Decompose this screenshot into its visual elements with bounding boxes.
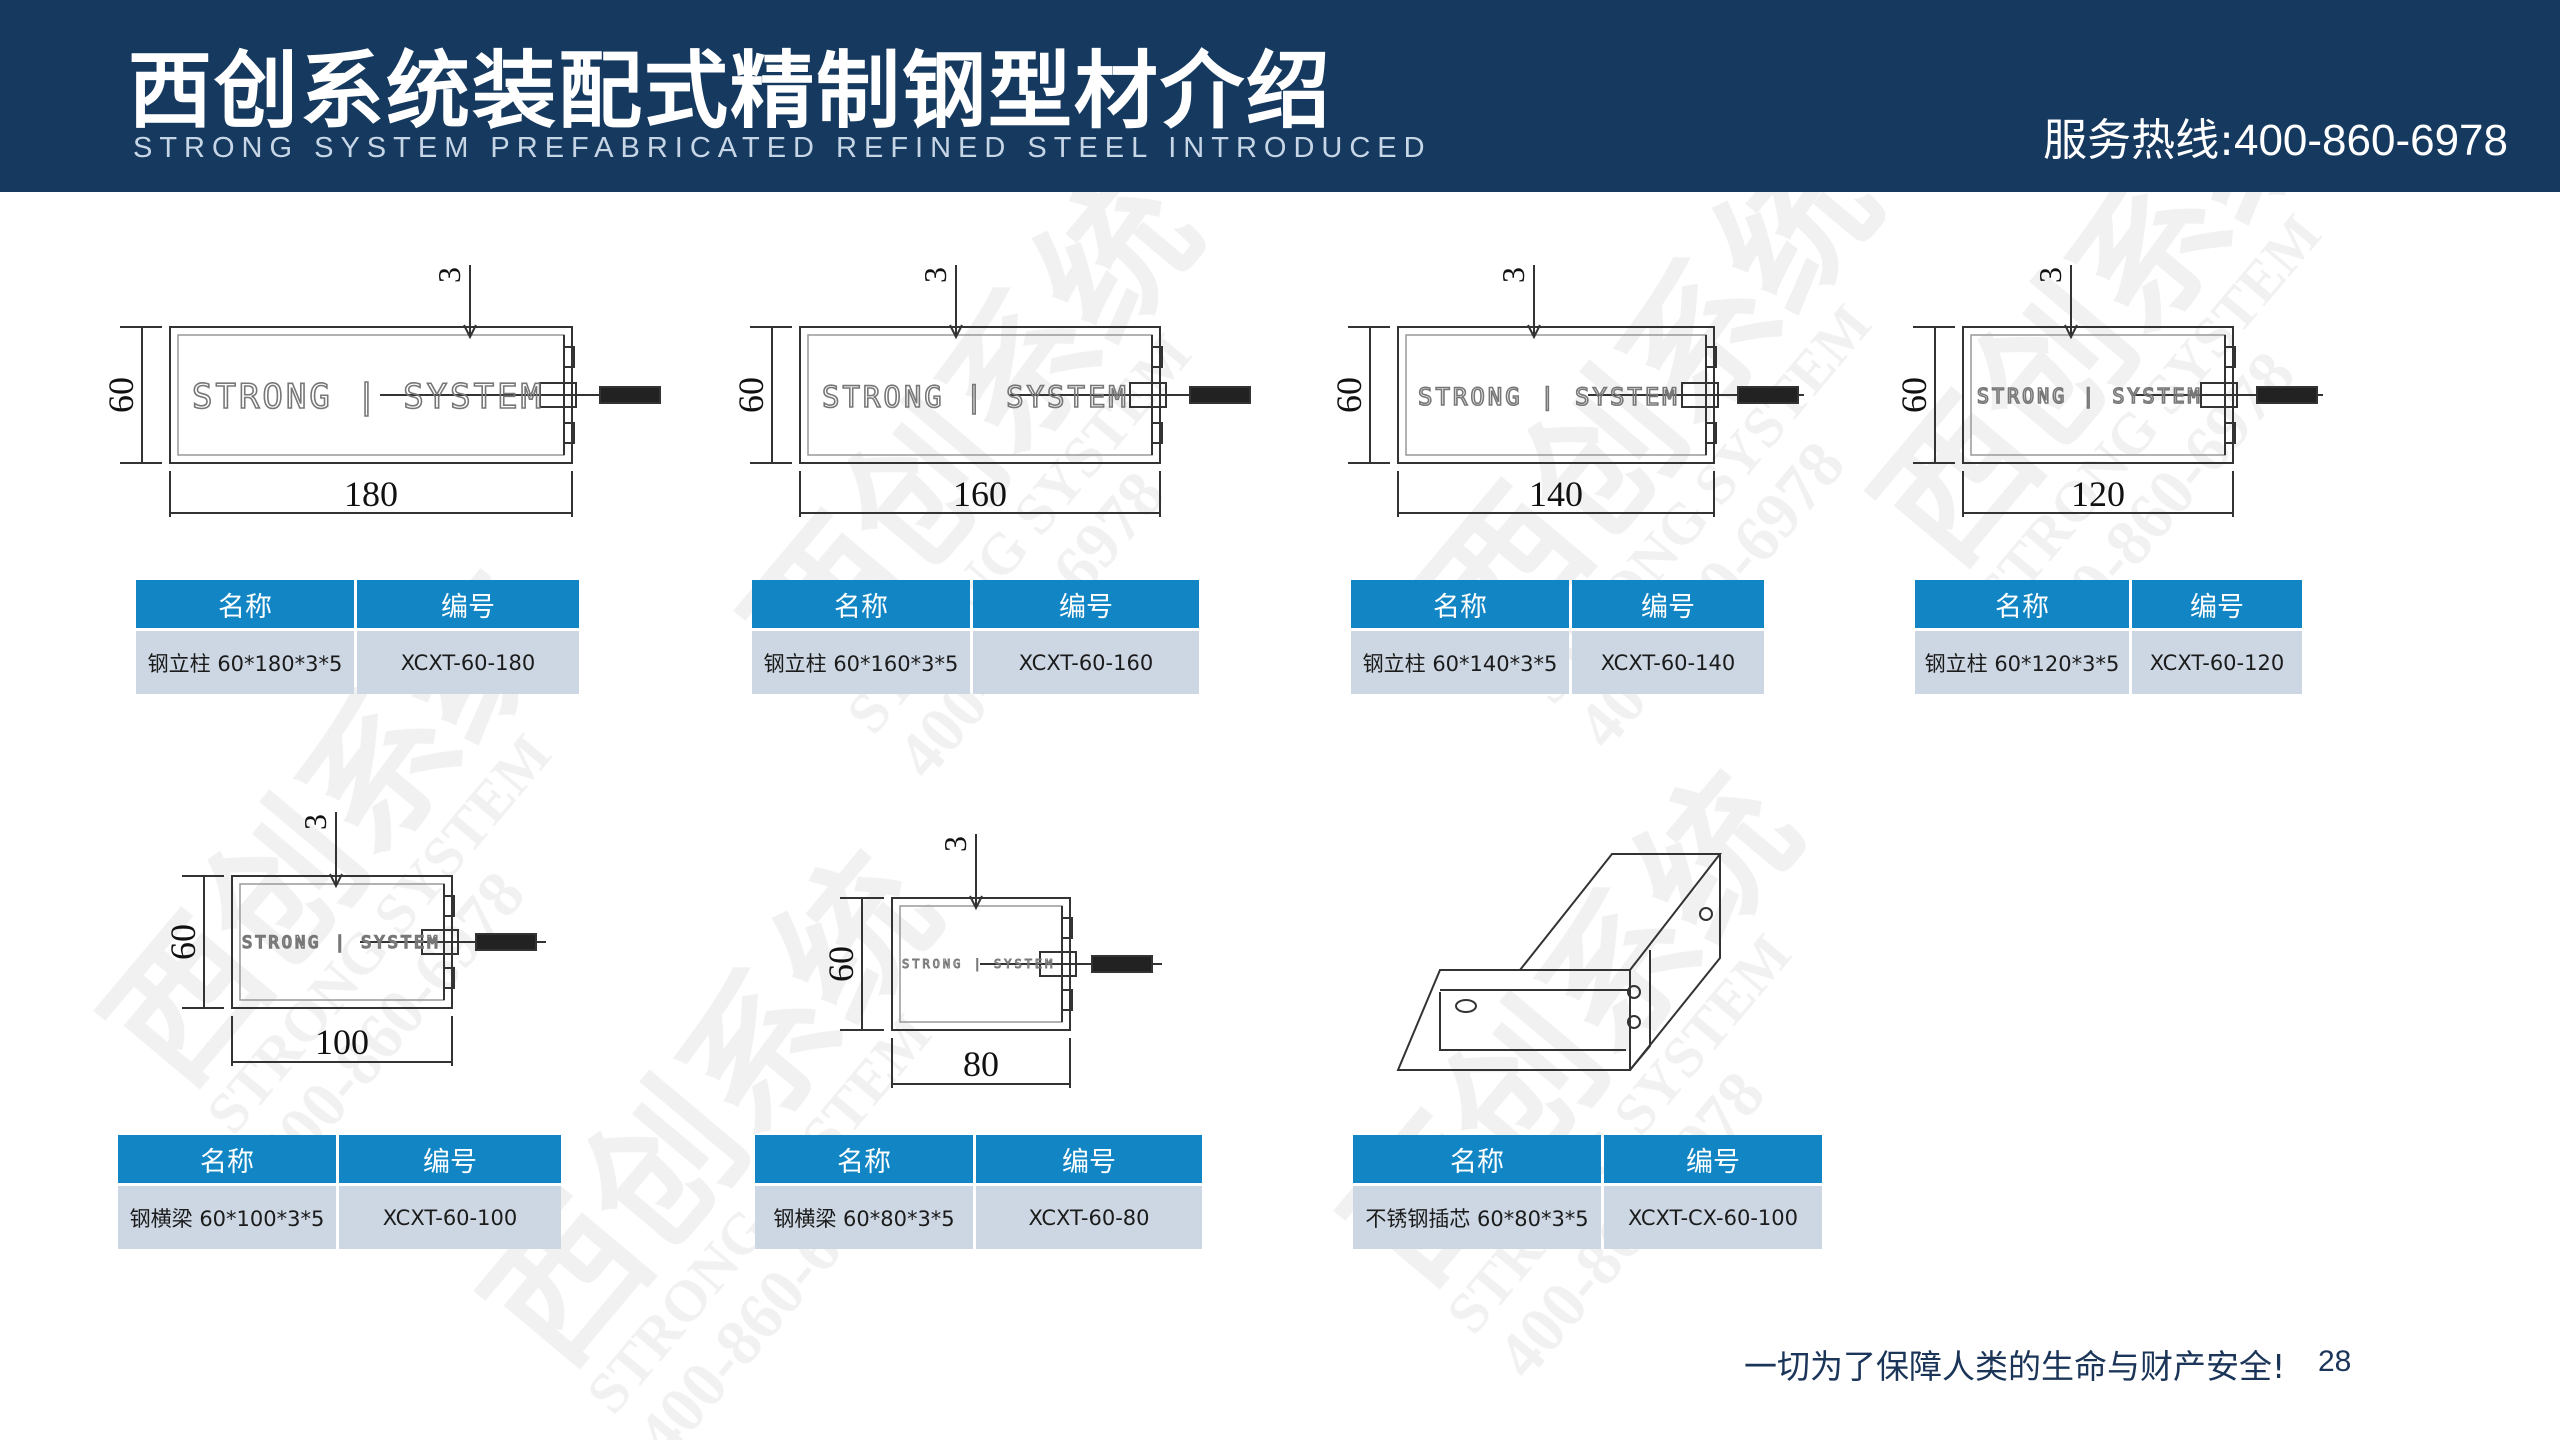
dim-width: 120 — [2071, 474, 2125, 514]
page-subtitle: STRONG SYSTEM PREFABRICATED REFINED STEE… — [133, 132, 1432, 164]
dim-thickness: 3 — [937, 836, 973, 852]
product-code: XCXT-60-80 — [976, 1183, 1202, 1249]
stainless-insert-drawing — [1396, 853, 1723, 1071]
page-title: 西创系统装配式精制钢型材介绍 — [128, 42, 1333, 140]
product-name: 钢立柱 60*140*3*5 — [1351, 628, 1569, 694]
dim-width: 140 — [1529, 474, 1583, 514]
logo-text: STRONG | SYSTEM — [822, 380, 1129, 414]
dim-height: 60 — [821, 946, 861, 982]
service-hotline: 服务热线:400-860-6978 — [2043, 104, 2508, 168]
header-name: 名称 — [752, 580, 970, 628]
header-name: 名称 — [1353, 1135, 1601, 1183]
profile-drawing-160: STRONG | SYSTEM 160 60 3 — [731, 265, 1251, 517]
footer-slogan: 一切为了保障人类的生命与财产安全! — [1744, 1347, 2286, 1386]
product-name: 钢立柱 60*180*3*5 — [136, 628, 354, 694]
page-number: 28 — [2318, 1345, 2352, 1378]
profile-drawing-80: STRONG | SYSTEM 80 60 3 — [821, 834, 1162, 1088]
hotline-label: 服务热线: — [2043, 115, 2234, 166]
dim-width: 160 — [953, 474, 1007, 514]
dim-width: 100 — [315, 1022, 369, 1062]
product-code: XCXT-60-120 — [2132, 628, 2302, 694]
product-code: XCXT-CX-60-100 — [1604, 1183, 1822, 1249]
profile-drawing-180: STRONG | SYSTEM 180 60 3 — [101, 265, 661, 517]
header-name: 名称 — [1351, 580, 1569, 628]
header-code: 编号 — [357, 580, 579, 628]
dim-height: 60 — [163, 924, 203, 960]
header-name: 名称 — [136, 580, 354, 628]
header-code: 编号 — [976, 1135, 1202, 1183]
dim-thickness: 3 — [297, 814, 333, 830]
header-name: 名称 — [755, 1135, 973, 1183]
header-code: 编号 — [2132, 580, 2302, 628]
dim-width: 180 — [344, 474, 398, 514]
header-code: 编号 — [973, 580, 1199, 628]
dim-width: 80 — [963, 1044, 999, 1084]
logo-text: STRONG | SYSTEM — [242, 933, 441, 953]
header-code: 编号 — [339, 1135, 561, 1183]
dim-thickness: 3 — [1495, 267, 1531, 283]
header-name: 名称 — [118, 1135, 336, 1183]
dim-thickness: 3 — [917, 267, 953, 283]
product-name: 不锈钢插芯 60*80*3*5 — [1353, 1183, 1601, 1249]
product-code: XCXT-60-140 — [1572, 628, 1764, 694]
profile-drawing-120: STRONG | SYSTEM 120 60 3 — [1894, 265, 2323, 517]
header-banner: 西创系统装配式精制钢型材介绍 STRONG SYSTEM PREFABRICAT… — [0, 0, 2560, 192]
product-name: 钢横梁 60*100*3*5 — [118, 1183, 336, 1249]
profile-drawing-140: STRONG | SYSTEM 140 60 3 — [1329, 265, 1804, 517]
product-name: 钢立柱 60*120*3*5 — [1915, 628, 2129, 694]
header-code: 编号 — [1604, 1135, 1822, 1183]
dim-height: 60 — [731, 377, 771, 413]
product-name: 钢横梁 60*80*3*5 — [755, 1183, 973, 1249]
dim-thickness: 3 — [2032, 267, 2068, 283]
logo-text: STRONG | SYSTEM — [1418, 383, 1680, 411]
hotline-number: 400-860-6978 — [2233, 116, 2508, 165]
header-name: 名称 — [1915, 580, 2129, 628]
header-code: 编号 — [1572, 580, 1764, 628]
dim-thickness: 3 — [431, 267, 467, 283]
profile-drawing-100: STRONG | SYSTEM 100 60 3 — [163, 812, 546, 1066]
logo-text: STRONG | SYSTEM — [192, 377, 544, 417]
dim-height: 60 — [1894, 377, 1934, 413]
product-code: XCXT-60-100 — [339, 1183, 561, 1249]
product-code: XCXT-60-160 — [973, 628, 1199, 694]
logo-text: STRONG | SYSTEM — [1977, 384, 2203, 408]
product-name: 钢立柱 60*160*3*5 — [752, 628, 970, 694]
dim-height: 60 — [101, 377, 141, 413]
dim-height: 60 — [1329, 377, 1369, 413]
product-code: XCXT-60-180 — [357, 628, 579, 694]
logo-text: STRONG | SYSTEM — [902, 957, 1055, 971]
